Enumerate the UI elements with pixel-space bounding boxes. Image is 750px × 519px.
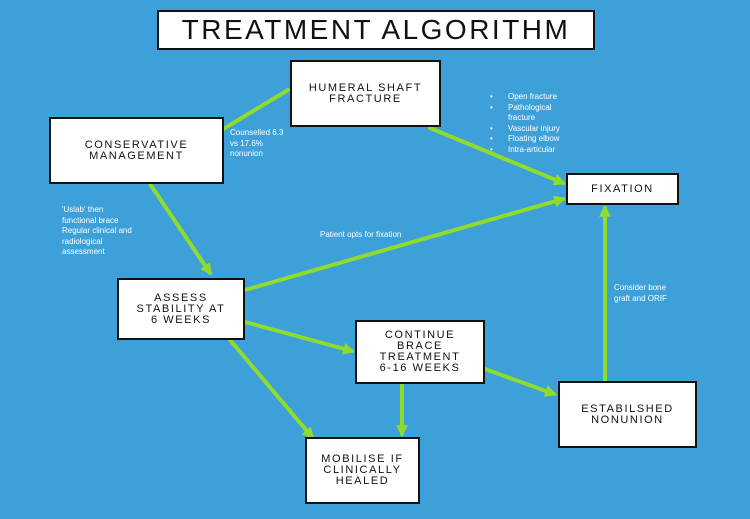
node-label-line: MOBILISE IF: [321, 453, 404, 465]
annotation-line: graft and ORIF: [614, 293, 667, 303]
node-label-line: ESTABILSHED: [581, 402, 674, 415]
node-label-line: 6 WEEKS: [150, 313, 212, 326]
arrow-continue-to-nonunion: [483, 367, 558, 397]
node-label-line: BRACE: [397, 340, 443, 352]
node-label-line: FRACTURE: [329, 92, 402, 105]
arrow-assess-to-continue: [243, 320, 356, 355]
arrow-conservative-to-assess: [148, 182, 212, 276]
node-label-line: NONUNION: [591, 413, 664, 426]
annotation-line: nonunion: [230, 149, 263, 158]
node-label-line: 6-16 WEEKS: [379, 362, 461, 374]
arrow-assess-to-fixation: [243, 195, 567, 292]
node-label-line: CLINICALLY: [323, 464, 402, 476]
node-label-line: CONTINUE: [384, 329, 456, 341]
node-conservative-management: CONSERVATIVE MANAGEMENT: [49, 117, 224, 184]
node-assess-stability: ASSESS STABILITY AT 6 WEEKS: [117, 278, 245, 340]
annotation-line: Consider bone: [614, 283, 667, 292]
node-label-line: TREATMENT: [379, 351, 461, 363]
indication-item: Vascular injury: [490, 124, 580, 135]
indication-item: Floating elbow: [490, 134, 580, 145]
arrow-humeral-to-fixation: [428, 126, 566, 186]
node-label-line: HEALED: [335, 475, 390, 487]
annotation-line: Counselled 6.3: [230, 128, 284, 137]
node-label-line: HUMERAL SHAFT: [308, 81, 423, 94]
annotation-fixation-indications: Open fracture Pathological fracture Vasc…: [490, 92, 580, 155]
node-continue-brace-treatment: CONTINUE BRACE TREATMENT 6-16 WEEKS: [355, 320, 485, 384]
node-established-nonunion: ESTABILSHED NONUNION: [558, 381, 697, 448]
annotation-line: Patient opts for fixation: [320, 230, 402, 239]
node-humeral-shaft-fracture: HUMERAL SHAFT FRACTURE: [290, 60, 441, 127]
annotation-line: assessment: [62, 247, 105, 256]
annotation-brace-notes: 'Uslab' then functional brace Regular cl…: [62, 205, 132, 258]
node-label-line: CONSERVATIVE: [84, 138, 189, 151]
arrow-assess-to-mobilise: [228, 338, 315, 440]
page-title: TREATMENT ALGORITHM: [157, 10, 595, 50]
node-label-line: STABILITY AT: [136, 302, 226, 315]
node-fixation: FIXATION: [566, 173, 679, 205]
node-label-line: MANAGEMENT: [89, 149, 184, 162]
node-label-line: ASSESS: [154, 291, 208, 304]
annotation-line: functional brace: [62, 215, 119, 225]
indication-item: Pathological fracture: [490, 103, 568, 124]
node-mobilise-if-healed: MOBILISE IF CLINICALLY HEALED: [305, 437, 420, 504]
annotation-line: Regular clinical and: [62, 226, 132, 235]
annotation-counselled: Counselled 6.3 vs 17.6% nonunion: [230, 128, 283, 160]
node-label-line: FIXATION: [591, 182, 654, 195]
annotation-line: radiological: [62, 236, 103, 246]
annotation-patient-opts: Patient opts for fixation: [320, 230, 401, 241]
annotation-line: vs 17.6%: [230, 138, 263, 148]
annotation-line: 'Uslab' then: [62, 205, 104, 214]
indication-item: Open fracture: [490, 92, 580, 103]
indication-item: Intra-articular: [490, 145, 580, 156]
annotation-bone-graft: Consider bone graft and ORIF: [614, 283, 667, 304]
